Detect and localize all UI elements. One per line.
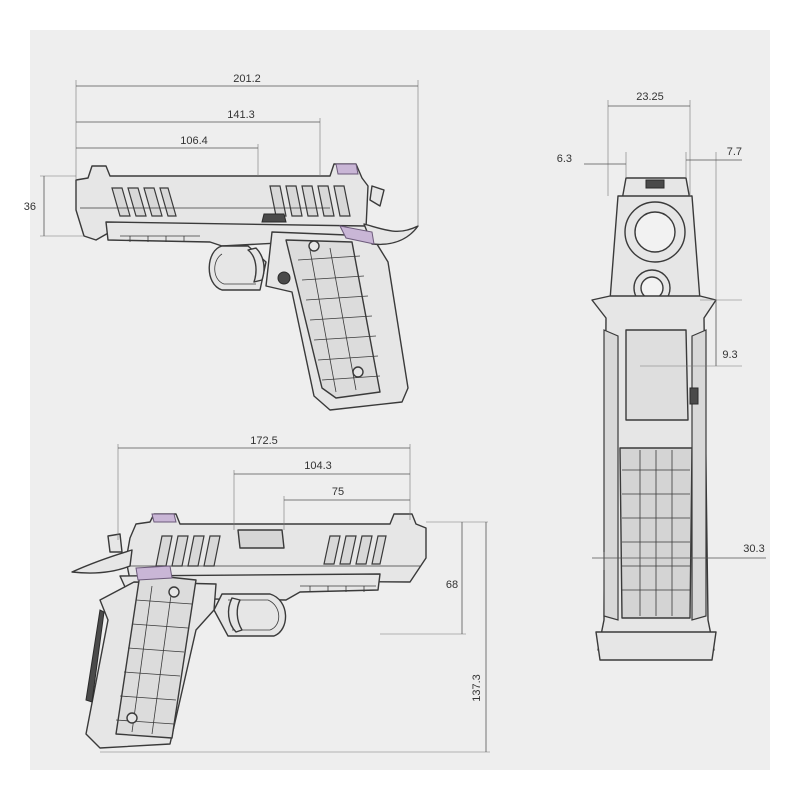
dim-overall-length-right: 172.5 (250, 435, 278, 447)
rear-sight (369, 185, 385, 207)
slide-serrations-rear-right (155, 535, 221, 567)
grip-texture (297, 247, 381, 393)
slide-stop (261, 213, 287, 223)
trigger-guard-front-view (625, 329, 689, 421)
dim-slide-height: 68 (446, 579, 458, 591)
grip-texture-right (115, 585, 193, 735)
safety-accent (339, 225, 375, 245)
dim-mid-length-right: 104.3 (304, 460, 332, 472)
rear-sight-accent-right (151, 513, 177, 523)
rear-view-dimensions: 23.25 6.3 7.7 9.3 30.3 (557, 91, 766, 570)
grip-screw-bottom (352, 366, 364, 378)
muzzle-bore (634, 211, 676, 253)
grip-screw-top (308, 240, 320, 252)
hammer (363, 223, 419, 246)
dim-overall-height: 137.3 (471, 674, 483, 702)
slide-serrations-front (111, 187, 177, 217)
pistol-right-side-view (71, 513, 427, 749)
dim-grip-width: 30.3 (743, 543, 764, 555)
dim-mid-length: 141.3 (227, 109, 255, 121)
safety-accent-right (135, 565, 173, 581)
dim-left-offset: 6.3 (557, 153, 572, 165)
sight-notch (645, 179, 665, 189)
safety-lever (689, 387, 699, 405)
grip-screw-top-right (168, 586, 180, 598)
pistol-left-side-view (75, 163, 419, 411)
magazine-release (277, 271, 291, 285)
accessory-rail-right (300, 585, 376, 592)
technical-drawing: 201.2 141.3 106.4 36 (24, 73, 766, 753)
trigger-right (227, 597, 243, 633)
hammer-right (71, 549, 133, 574)
rear-sight-accent (335, 163, 359, 175)
ejection-port (237, 529, 285, 549)
dim-height: 36 (24, 201, 36, 213)
grip-screw-bottom-right (126, 712, 138, 724)
dim-overall-length: 201.2 (233, 73, 261, 85)
slide-serrations-front-right (323, 535, 387, 565)
right-view-dimensions: 172.5 104.3 75 68 137.3 (100, 435, 490, 753)
drawing-sheet: 201.2 141.3 106.4 36 (24, 30, 770, 770)
slide-serrations-rear (269, 185, 351, 217)
rear-sight-right (107, 533, 123, 553)
accessory-rail (120, 235, 200, 242)
dim-short-length-right: 75 (332, 486, 344, 498)
dim-side-depth: 9.3 (722, 349, 737, 361)
checkering-pattern (622, 450, 690, 616)
dim-right-offset: 7.7 (727, 146, 742, 158)
mainspring-housing (85, 609, 105, 703)
left-view-dimensions: 201.2 141.3 106.4 36 (24, 73, 419, 237)
trigger (247, 247, 265, 283)
pistol-rear-view (591, 177, 717, 661)
dim-short-length: 106.4 (180, 135, 208, 147)
dim-rear-width: 23.25 (636, 91, 664, 103)
magwell (595, 631, 717, 661)
side-grip-texture (603, 329, 707, 621)
